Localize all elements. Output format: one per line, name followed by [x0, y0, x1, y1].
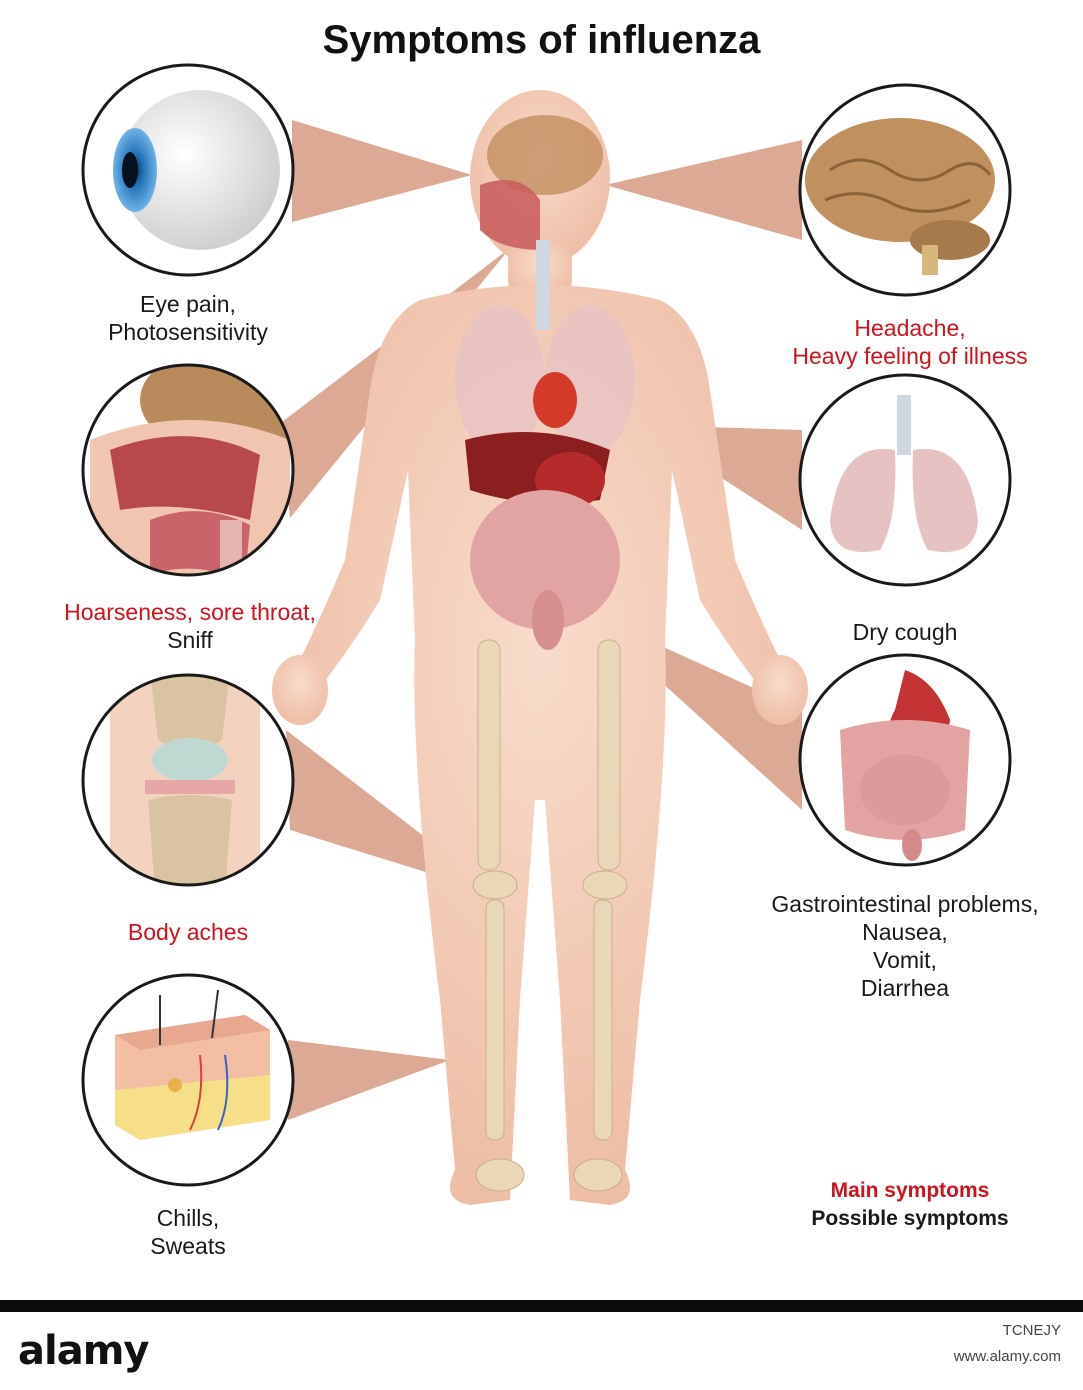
legend-possible: Possible symptoms — [811, 1207, 1009, 1230]
legend-main: Main symptoms — [830, 1179, 990, 1202]
label-gi-line2: Nausea, — [862, 919, 948, 945]
site-url: www.alamy.com — [953, 1348, 1061, 1365]
knee-circle — [81, 673, 295, 887]
label-headache-line2: Heavy feeling of illness — [792, 343, 1028, 369]
label-eye-line1: Eye pain, — [140, 291, 236, 317]
brain-circle — [798, 83, 1012, 297]
leg-bones — [472, 639, 628, 1192]
label-chills-line1: Chills, — [156, 1205, 220, 1231]
label-throat-line1: Hoarseness, sore throat, — [64, 599, 316, 625]
eye-circle — [81, 63, 295, 277]
label-body-aches: Body aches — [38, 918, 338, 946]
alamy-logo: alamy — [18, 1328, 149, 1374]
infographic: Symptoms of influenza Eye pain, Photosen… — [20, 18, 1080, 1260]
page-title: Symptoms of influenza — [322, 18, 761, 62]
throat-circle — [81, 363, 295, 577]
label-body-aches-line1: Body aches — [127, 919, 249, 945]
label-gi-line3: Vomit, — [873, 947, 937, 973]
label-cough: Dry cough — [755, 618, 1055, 646]
image-id: TCNEJY — [1002, 1322, 1061, 1339]
label-throat-line2: Sniff — [167, 627, 213, 653]
label-headache: Headache, Heavy feeling of illness — [760, 314, 1060, 370]
anatomy-illustration — [81, 63, 1012, 1205]
lungs-circle — [798, 373, 1012, 587]
footer-bar — [0, 1300, 1083, 1312]
body-organs — [455, 115, 635, 650]
label-gi-line1: Gastrointestinal problems, — [771, 891, 1039, 917]
label-gi-line4: Diarrhea — [860, 975, 950, 1001]
label-headache-line1: Headache, — [854, 315, 966, 341]
label-gi: Gastrointestinal problems, Nausea, Vomit… — [740, 890, 1070, 1002]
skin-circle — [81, 973, 295, 1187]
label-chills-line2: Sweats — [150, 1233, 226, 1259]
label-cough-line1: Dry cough — [852, 619, 958, 645]
legend: Main symptoms Possible symptoms — [740, 1177, 1080, 1233]
gi-circle — [798, 653, 1012, 867]
label-eye-line2: Photosensitivity — [108, 319, 268, 345]
label-eye: Eye pain, Photosensitivity — [38, 290, 338, 346]
footer: alamy TCNEJY www.alamy.com — [0, 1300, 1083, 1390]
label-chills: Chills, Sweats — [38, 1204, 338, 1260]
label-throat: Hoarseness, sore throat, Sniff — [20, 598, 360, 654]
